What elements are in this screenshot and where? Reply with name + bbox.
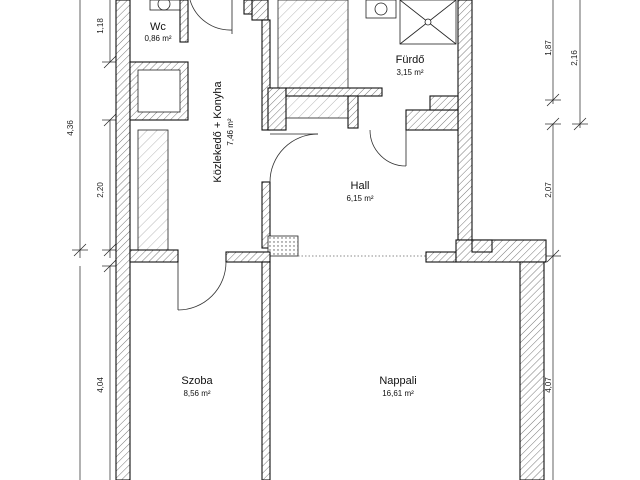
room-hall: Hall 6,15 m² xyxy=(346,180,373,203)
room-nappali: Nappali 16,61 m² xyxy=(379,375,416,398)
room-furdo: Fürdő 3,15 m² xyxy=(396,54,425,77)
room-nappali-name: Nappali xyxy=(379,375,416,387)
room-kozlekedo: Közlekedő + Konyha 7,46 m² xyxy=(212,81,235,183)
dim-right-lower: 4,07 xyxy=(544,377,553,393)
dim-right-upper-inner: 1,87 xyxy=(544,40,553,56)
room-szoba-area: 8,56 m² xyxy=(183,389,210,398)
room-kozlekedo-name: Közlekedő + Konyha xyxy=(212,81,224,183)
room-nappali-area: 16,61 m² xyxy=(382,389,414,398)
dim-right-upper-outer: 2,16 xyxy=(570,50,579,66)
right-dimensions xyxy=(545,0,588,480)
fixtures xyxy=(149,0,457,45)
room-wc: Wc 0,86 m² xyxy=(144,21,171,43)
room-wc-name: Wc xyxy=(150,21,166,33)
room-wc-area: 0,86 m² xyxy=(144,34,171,43)
walls xyxy=(115,0,547,480)
room-furdo-name: Fürdő xyxy=(396,54,425,66)
dim-left-upper: 1,18 xyxy=(96,18,105,34)
room-kozlekedo-area: 7,46 m² xyxy=(226,118,235,145)
room-hall-area: 6,15 m² xyxy=(346,194,373,203)
room-szoba-name: Szoba xyxy=(181,375,213,387)
dim-left-outer: 4,36 xyxy=(66,120,75,136)
dim-right-middle: 2,07 xyxy=(544,182,553,198)
room-furdo-area: 3,15 m² xyxy=(396,68,423,77)
dim-left-lower: 4,04 xyxy=(96,377,105,393)
left-dimensions xyxy=(72,0,118,480)
dim-left-middle: 2,20 xyxy=(96,182,105,198)
room-hall-name: Hall xyxy=(351,180,370,192)
room-szoba: Szoba 8,56 m² xyxy=(181,375,213,398)
doors xyxy=(177,0,407,311)
